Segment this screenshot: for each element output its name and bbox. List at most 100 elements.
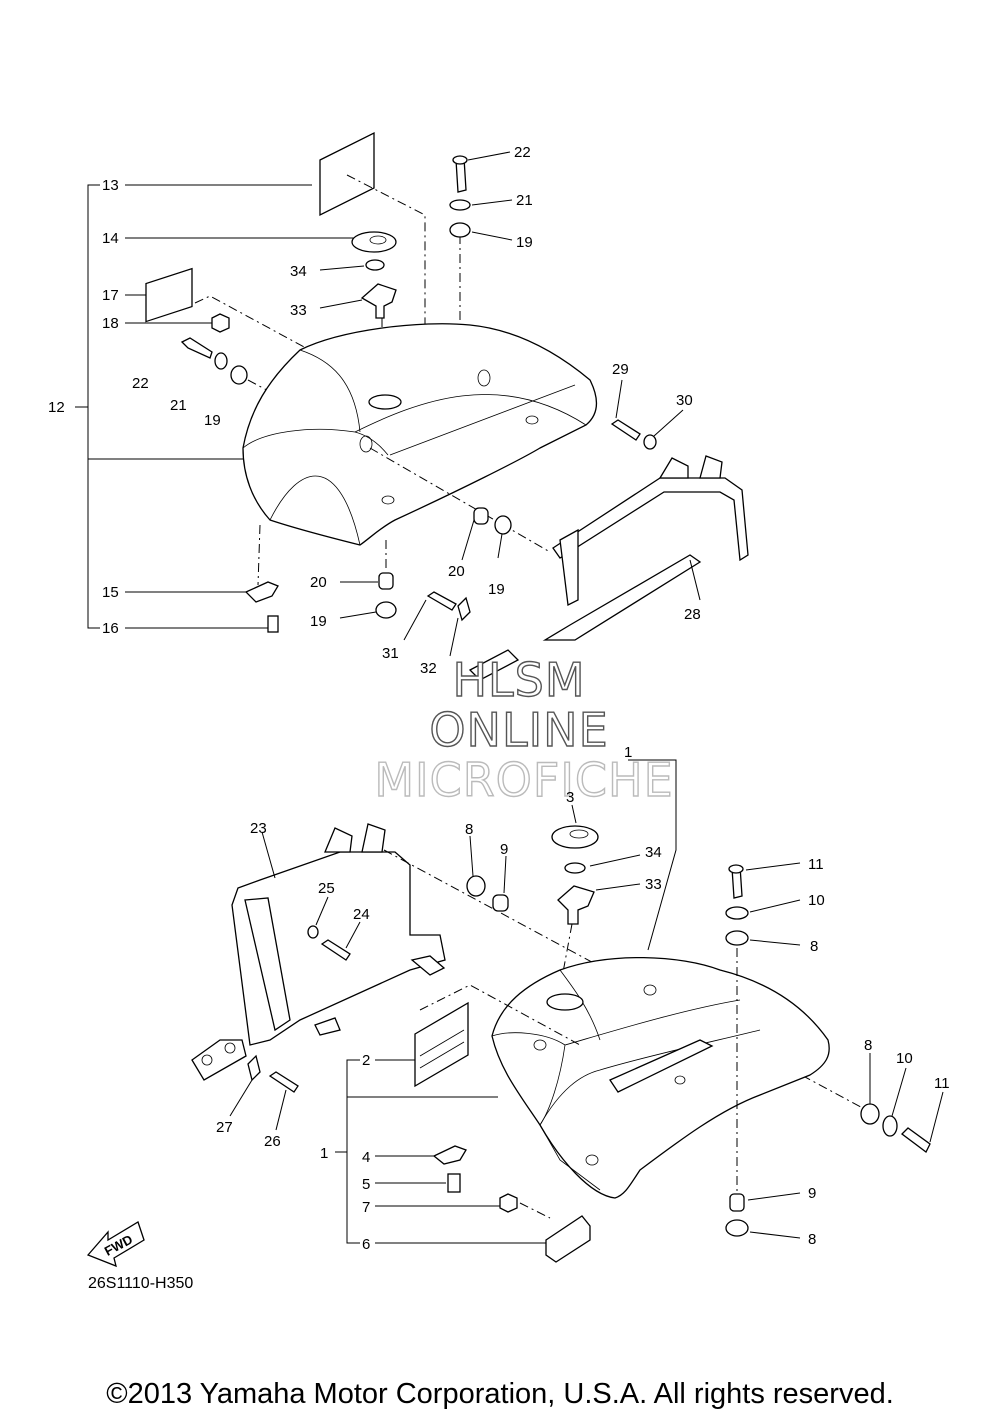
callout-11-top: 11 bbox=[808, 856, 824, 873]
grommet-8-a bbox=[466, 875, 486, 897]
washer-21-left bbox=[214, 352, 228, 370]
grommet-19-a bbox=[494, 515, 512, 535]
callout-24: 24 bbox=[353, 906, 370, 923]
label-plate-2 bbox=[414, 1001, 469, 1088]
reflector-17 bbox=[145, 267, 193, 323]
callout-2: 2 bbox=[362, 1052, 370, 1069]
watermark-line-2: ONLINE bbox=[429, 703, 608, 757]
lock-33-upper bbox=[360, 283, 397, 319]
callouts-upper: 13 14 17 18 12 15 16 22 21 19 34 33 22 2… bbox=[48, 144, 701, 677]
clip-4-lower bbox=[432, 1145, 467, 1165]
callout-20-a: 20 bbox=[448, 563, 465, 580]
lock-33-lower bbox=[557, 885, 595, 925]
callout-34-lower: 34 bbox=[645, 844, 662, 861]
callout-22-left: 22 bbox=[132, 375, 149, 392]
callout-10-top: 10 bbox=[808, 892, 825, 909]
saddlebag-upper-body bbox=[242, 323, 597, 546]
callout-32: 32 bbox=[420, 660, 437, 677]
callout-9-b: 9 bbox=[808, 1185, 816, 1202]
ring-34-lower bbox=[564, 862, 586, 874]
reflector-6 bbox=[545, 1215, 591, 1263]
spacer-9-a bbox=[492, 894, 509, 912]
bolt-11-c bbox=[901, 1127, 931, 1153]
callout-31: 31 bbox=[382, 645, 399, 662]
cap-14 bbox=[351, 231, 397, 253]
nut-7-lower bbox=[499, 1193, 518, 1213]
callout-8-top: 8 bbox=[810, 938, 818, 955]
callout-14: 14 bbox=[102, 230, 119, 247]
callout-8-b: 8 bbox=[808, 1231, 816, 1248]
callout-28: 28 bbox=[684, 606, 701, 623]
label-plate-13 bbox=[319, 131, 375, 217]
screw-16-upper bbox=[267, 615, 279, 633]
washer-21-top bbox=[449, 199, 471, 211]
group-12-bracket bbox=[87, 184, 100, 629]
callout-26: 26 bbox=[264, 1133, 281, 1150]
callout-23: 23 bbox=[250, 820, 267, 837]
washer-30 bbox=[643, 434, 657, 450]
bolt-22-left bbox=[180, 337, 213, 359]
callout-1-top: 1 bbox=[624, 744, 632, 761]
grommet-8-c bbox=[860, 1103, 880, 1125]
callout-33-upper: 33 bbox=[290, 302, 307, 319]
callout-6: 6 bbox=[362, 1236, 370, 1253]
grommet-19-left bbox=[230, 365, 248, 385]
callout-16: 16 bbox=[102, 620, 119, 637]
grommet-8-top bbox=[725, 930, 749, 946]
callout-19-top: 19 bbox=[516, 234, 533, 251]
callout-11-c: 11 bbox=[934, 1075, 950, 1092]
callout-33-lower: 33 bbox=[645, 876, 662, 893]
callout-22-top: 22 bbox=[514, 144, 531, 161]
bolt-24 bbox=[320, 939, 351, 961]
spacer-9-b bbox=[729, 1193, 745, 1212]
rack-28 bbox=[552, 477, 749, 562]
callout-7: 7 bbox=[362, 1199, 370, 1216]
callout-34-upper: 34 bbox=[290, 263, 307, 280]
bolt-22-head bbox=[452, 155, 468, 165]
callout-19-b: 19 bbox=[310, 613, 327, 630]
screw-5-lower bbox=[447, 1173, 461, 1193]
saddlebag-lower-body bbox=[491, 956, 830, 1199]
callout-1-left: 1 bbox=[320, 1145, 328, 1162]
callout-18: 18 bbox=[102, 315, 119, 332]
clip-15-upper bbox=[244, 581, 279, 603]
washer-10-c bbox=[882, 1115, 898, 1137]
cap-3 bbox=[551, 825, 599, 849]
callout-4: 4 bbox=[362, 1149, 370, 1166]
spacer-20-a bbox=[473, 507, 489, 525]
forward-direction-icon: FWD bbox=[86, 1221, 145, 1268]
bolt-31 bbox=[426, 591, 457, 611]
callout-12: 12 bbox=[48, 399, 65, 416]
washer-25 bbox=[307, 925, 319, 939]
callout-21-left: 21 bbox=[170, 397, 187, 414]
grommet-8-b bbox=[725, 1219, 749, 1237]
plate-27 bbox=[247, 1054, 261, 1082]
callout-17: 17 bbox=[102, 287, 119, 304]
callout-30: 30 bbox=[676, 392, 693, 409]
callout-8-a: 8 bbox=[465, 821, 473, 838]
callout-5: 5 bbox=[362, 1176, 370, 1193]
callout-21-top: 21 bbox=[516, 192, 533, 209]
watermark-line-1: HLSM bbox=[452, 653, 585, 707]
callout-13: 13 bbox=[102, 177, 119, 194]
ring-34-upper bbox=[365, 259, 385, 271]
copyright-notice: ©2013 Yamaha Motor Corporation, U.S.A. A… bbox=[106, 1378, 894, 1410]
nut-18 bbox=[211, 313, 230, 333]
spacer-20-b bbox=[378, 572, 394, 590]
callout-8-c: 8 bbox=[864, 1037, 872, 1054]
callout-19-a: 19 bbox=[488, 581, 505, 598]
diagram-code: 26S1110-H350 bbox=[88, 1275, 193, 1292]
callout-15: 15 bbox=[102, 584, 119, 601]
grommet-19-top bbox=[449, 222, 471, 238]
callout-27: 27 bbox=[216, 1119, 233, 1136]
watermark-line-3: MICROFICHE bbox=[374, 753, 673, 807]
callouts-lower: 1 23 8 9 3 34 33 25 24 11 10 8 2 1 4 5 7… bbox=[216, 744, 950, 1253]
callout-10-c: 10 bbox=[896, 1050, 913, 1067]
plate-32 bbox=[457, 596, 471, 622]
callout-25: 25 bbox=[318, 880, 335, 897]
bolt-26 bbox=[268, 1071, 299, 1093]
callout-9-a: 9 bbox=[500, 841, 508, 858]
callout-20-b: 20 bbox=[310, 574, 327, 591]
callout-3: 3 bbox=[566, 789, 574, 806]
